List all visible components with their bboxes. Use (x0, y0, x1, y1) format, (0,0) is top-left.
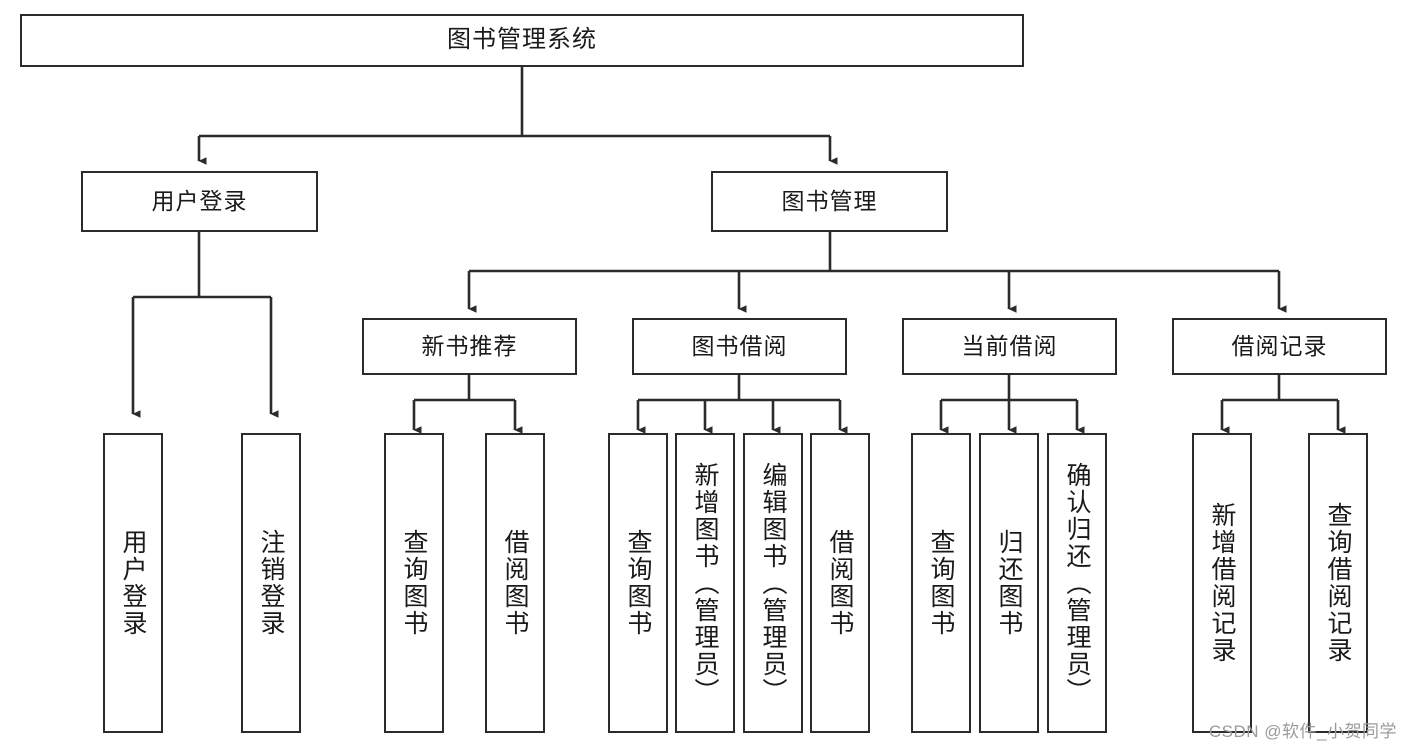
leaf-label: 确认归还（管理员） (1063, 461, 1091, 705)
leaf-label: 用户登录 (119, 529, 147, 637)
leaf-label: 查询图书 (927, 529, 955, 637)
leaf-node[interactable]: 借阅图书 (810, 433, 870, 733)
leaf-label: 查询借阅记录 (1324, 502, 1352, 664)
leaf-label: 编辑图书（管理员） (759, 461, 787, 705)
node-label: 当前借阅 (961, 332, 1058, 359)
leaf-label: 查询图书 (624, 529, 652, 637)
node-user-login[interactable]: 用户登录 (81, 171, 318, 232)
leaf-node[interactable]: 查询图书 (608, 433, 668, 733)
leaf-label: 新增借阅记录 (1208, 502, 1236, 664)
node-book-management[interactable]: 图书管理 (711, 171, 948, 232)
leaf-label: 借阅图书 (826, 529, 854, 637)
node-new-book-recommend[interactable]: 新书推荐 (362, 318, 577, 375)
node-root-system[interactable]: 图书管理系统 (20, 14, 1024, 67)
leaf-node[interactable]: 新增借阅记录 (1192, 433, 1252, 733)
node-borrow-record[interactable]: 借阅记录 (1172, 318, 1387, 375)
leaf-node[interactable]: 新增图书（管理员） (675, 433, 735, 733)
leaf-node[interactable]: 编辑图书（管理员） (743, 433, 803, 733)
leaf-label: 查询图书 (400, 529, 428, 637)
node-label: 图书管理系统 (447, 26, 597, 54)
leaf-label: 注销登录 (257, 529, 285, 637)
node-label: 新书推荐 (421, 332, 518, 359)
node-current-borrow[interactable]: 当前借阅 (902, 318, 1117, 375)
leaf-node[interactable]: 借阅图书 (485, 433, 545, 733)
leaf-node[interactable]: 注销登录 (241, 433, 301, 733)
leaf-node[interactable]: 查询图书 (384, 433, 444, 733)
node-book-borrow[interactable]: 图书借阅 (632, 318, 847, 375)
leaf-node[interactable]: 查询借阅记录 (1308, 433, 1368, 733)
node-label: 图书借阅 (691, 332, 788, 359)
leaf-label: 归还图书 (995, 529, 1023, 637)
leaf-node[interactable]: 归还图书 (979, 433, 1039, 733)
node-label: 用户登录 (151, 187, 248, 214)
leaf-label: 借阅图书 (501, 529, 529, 637)
node-label: 借阅记录 (1231, 332, 1328, 359)
leaf-label: 新增图书（管理员） (691, 461, 719, 705)
leaf-node[interactable]: 查询图书 (911, 433, 971, 733)
leaf-node[interactable]: 用户登录 (103, 433, 163, 733)
node-label: 图书管理 (781, 187, 878, 214)
leaf-node[interactable]: 确认归还（管理员） (1047, 433, 1107, 733)
csdn-watermark: CSDN @软件_小贺同学 (1208, 722, 1397, 741)
